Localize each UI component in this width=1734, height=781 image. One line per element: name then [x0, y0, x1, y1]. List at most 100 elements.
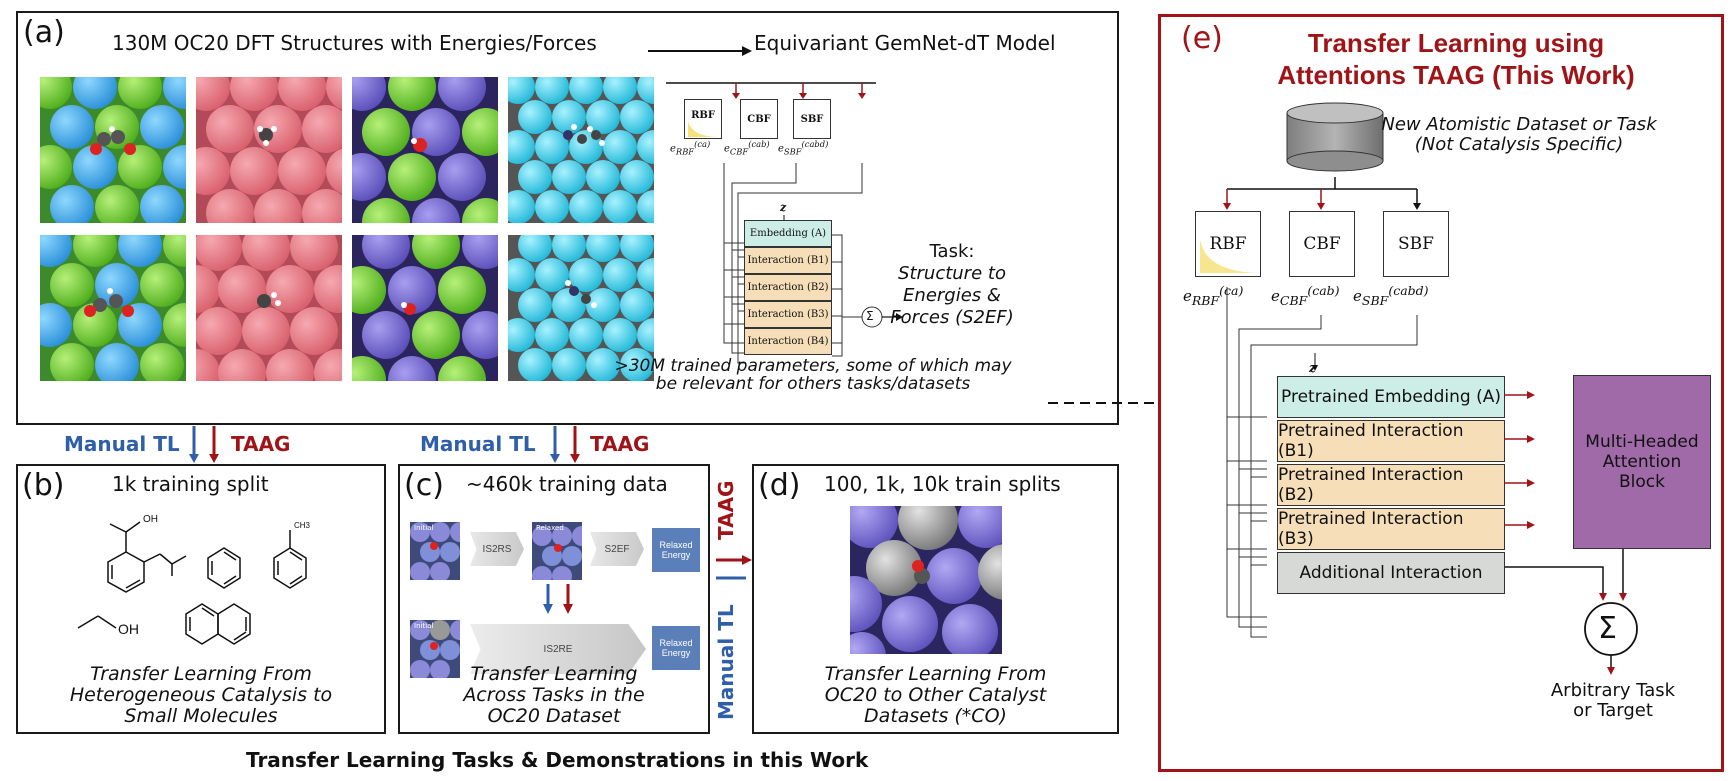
relaxed-energy-label-2: Relaxed Energy: [659, 638, 693, 658]
arrows-to-b: [189, 426, 219, 463]
gemnet-e-sbf: eSBF(cabd): [778, 139, 829, 157]
panel-e-title-1: Transfer Learning using: [1307, 28, 1605, 58]
initial-structure-image-2: [410, 620, 460, 678]
pretrained-interaction-b1-label: Pretrained Interaction (B1): [1278, 421, 1464, 461]
additional-interaction-label: Additional Interaction: [1299, 563, 1483, 583]
arrows-to-d: [716, 555, 752, 580]
gemnet-interaction-b4: Interaction (B4): [744, 328, 832, 355]
initial-structure-image-1: [410, 522, 460, 580]
attention-line-3: Block: [1619, 472, 1665, 492]
taag-sbf-box: SBF: [1383, 211, 1449, 277]
relaxed-energy-box-2: Relaxed Energy: [652, 626, 700, 670]
gemnet-cbf-box: CBF: [740, 99, 778, 139]
panel-d-caption-1: Transfer Learning From: [824, 663, 1047, 685]
taag-cbf-box: CBF: [1289, 211, 1355, 277]
panel-c-caption-1: Transfer Learning: [470, 663, 638, 685]
taag-rbf-label: RBF: [1209, 234, 1247, 254]
oh-label-ethanol: OH: [118, 621, 139, 637]
panel-a-title-right: Equivariant GemNet-dT Model: [754, 31, 1056, 55]
dataset-cylinder-icon: [1286, 102, 1384, 172]
co-adsorbate-image: [850, 506, 1002, 654]
task-description: Task: Structure to Energies & Forces (S2…: [882, 241, 1022, 329]
gemnet-sum-symbol: Σ: [866, 309, 874, 323]
pretrained-interaction-b2-block: Pretrained Interaction (B2): [1277, 464, 1505, 506]
ch3-label: CH3: [294, 521, 311, 530]
relaxed-energy-box-1: Relaxed Energy: [652, 528, 700, 572]
gemnet-e-cbf: eCBF(cab): [724, 139, 770, 157]
pretrained-interaction-b1-block: Pretrained Interaction (B1): [1277, 420, 1505, 462]
panel-c-caption-3: OC20 Dataset: [487, 705, 621, 727]
gemnet-z: z: [780, 201, 787, 214]
target-line-1: Arbitrary Task: [1550, 680, 1676, 701]
taag-cbf-label: CBF: [1303, 234, 1341, 254]
initial-label-1: Initial: [414, 524, 434, 532]
manual-tl-label-d: Manual TL: [714, 604, 738, 720]
gemnet-connections: [666, 82, 903, 364]
panel-c-caption: Transfer Learning Across Tasks in the OC…: [400, 664, 708, 727]
additional-interaction-block: Additional Interaction: [1277, 552, 1505, 594]
taag-label-b: TAAG: [231, 432, 291, 456]
panel-c-caption-2: Across Tasks in the: [463, 684, 645, 706]
panel-b-title: 1k training split: [112, 472, 269, 496]
panel-d-title: 100, 1k, 10k train splits: [824, 472, 1061, 496]
taag-connections: [1223, 177, 1638, 675]
oh-label-aspirin: OH: [143, 514, 158, 525]
gemnet-interaction-b1: Interaction (B1): [744, 247, 832, 274]
panel-e-title: Transfer Learning using Attentions TAAG …: [1221, 27, 1691, 91]
gemnet-embedding-label: Embedding (A): [749, 228, 827, 239]
panel-b-caption-2: Heterogeneous Catalysis to: [69, 684, 333, 706]
pretrained-interaction-b3-block: Pretrained Interaction (B3): [1277, 508, 1505, 550]
gemnet-rbf-curve: [688, 121, 720, 137]
gemnet-interaction-b2: Interaction (B2): [744, 274, 832, 301]
gemnet-interaction-b4-label: Interaction (B4): [747, 336, 829, 347]
gemnet-rbf-label: RBF: [691, 110, 715, 121]
taag-e-sbf: eSBF(cabd): [1353, 283, 1429, 308]
panel-d-caption-2: OC20 to Other Catalyst: [824, 684, 1047, 706]
panel-e: (e) Transfer Learning using Attentions T…: [1158, 14, 1724, 772]
panel-b-caption: Transfer Learning From Heterogeneous Cat…: [18, 664, 384, 727]
is2rs-chevron: IS2RS: [470, 532, 524, 566]
panel-d-caption: Transfer Learning From OC20 to Other Cat…: [754, 664, 1117, 727]
gemnet-embedding-block: Embedding (A): [744, 220, 832, 247]
multi-headed-attention-block: Multi-Headed Attention Block: [1573, 375, 1711, 549]
footer-title: Transfer Learning Tasks & Demonstrations…: [246, 748, 869, 772]
taag-z: z: [1309, 361, 1316, 375]
gemnet-interaction-b3: Interaction (B3): [744, 301, 832, 328]
panel-a: (a) 130M OC20 DFT Structures with Energi…: [16, 11, 1119, 425]
taag-e-cbf: eCBF(cab): [1271, 283, 1340, 308]
attention-line-2: Attention: [1602, 452, 1682, 472]
relaxed-label: Relaxed: [536, 524, 564, 532]
initial-label-2: Initial: [414, 622, 434, 630]
is2re-chevron: IS2RE: [470, 624, 646, 674]
panel-e-label: (e): [1181, 21, 1223, 56]
relaxed-structure-image: [532, 522, 582, 580]
manual-tl-label-c: Manual TL: [420, 432, 536, 456]
gemnet-sbf-box: SBF: [793, 99, 831, 139]
taag-sum-symbol: Σ: [1598, 611, 1617, 646]
taag-rbf-curve: [1200, 239, 1257, 273]
panel-b-caption-1: Transfer Learning From: [90, 663, 312, 685]
taag-label-d: TAAG: [714, 480, 738, 540]
task-line-4: Forces (S2EF): [890, 307, 1014, 328]
gemnet-interaction-b1-label: Interaction (B1): [747, 255, 829, 266]
arrows-to-c: [550, 426, 580, 463]
arrows-to-is2re: [543, 584, 573, 614]
panel-b-caption-3: Small Molecules: [124, 705, 278, 727]
gemnet-e-rbf: eRBF(ca): [670, 139, 711, 157]
is2re-label: IS2RE: [543, 643, 573, 655]
s2ef-label: S2EF: [604, 543, 630, 555]
taag-sbf-label: SBF: [1398, 234, 1434, 254]
panel-d-caption-3: Datasets (*CO): [864, 705, 1007, 727]
gemnet-interaction-b3-label: Interaction (B3): [747, 309, 829, 320]
params-note: >30M trained parameters, some of which m…: [578, 357, 1048, 393]
panel-c-label: (c): [404, 468, 444, 503]
is2rs-label: IS2RS: [482, 543, 512, 555]
dataset-line-2: (Not Catalysis Specific): [1414, 134, 1624, 155]
params-line-1: >30M trained parameters, some of which m…: [614, 356, 1012, 376]
panel-a-label: (a): [23, 15, 65, 50]
title-arrow: [648, 46, 752, 56]
panel-c-title: ~460k training data: [466, 472, 668, 496]
dataset-caption: New Atomistic Dataset or Task (Not Catal…: [1369, 115, 1669, 155]
s2ef-chevron: S2EF: [590, 532, 644, 566]
molecule-structures: OH CH3 OH: [77, 514, 311, 645]
